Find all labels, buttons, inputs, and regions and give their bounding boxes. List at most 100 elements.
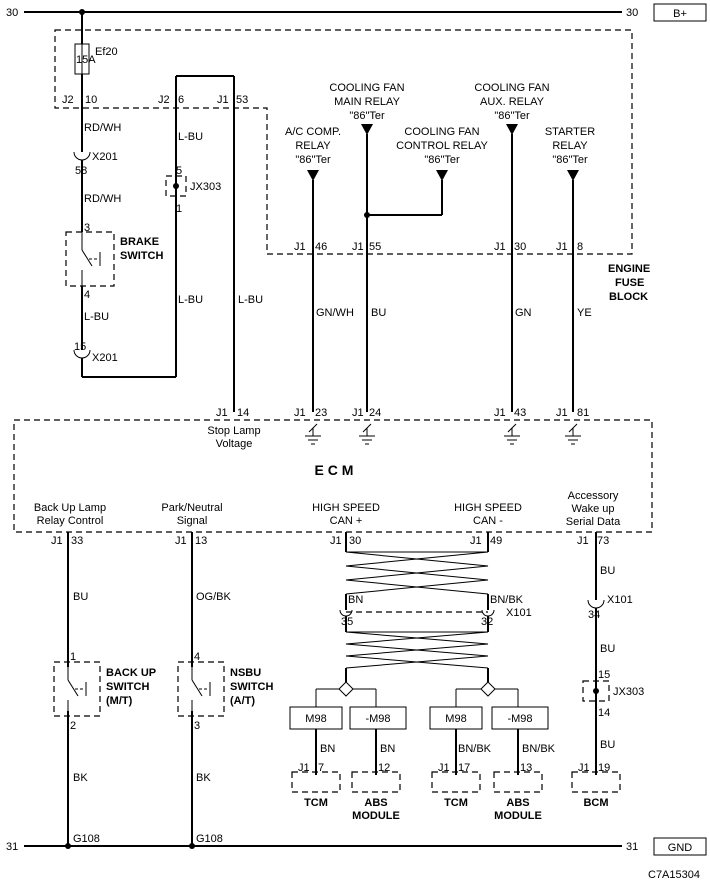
ecm-internal-grounds <box>305 423 581 445</box>
x101-bcm-label: X101 <box>607 594 633 606</box>
ground-g108-2: G108 <box>196 833 223 845</box>
fuse-block-label-1: ENGINE <box>608 263 650 275</box>
ecm-pin-30-num: 30 <box>349 535 361 547</box>
relay-starter-l3: "86"Ter <box>552 154 588 166</box>
wire-bu-73b: BU <box>600 643 615 655</box>
tcm1-conn: J1 <box>298 762 310 774</box>
ecm-pin-73-num: 73 <box>597 535 609 547</box>
can-plus-split: M98 -M98 BN BN <box>289 681 407 775</box>
jx303-bottom-pin-15: 15 <box>598 669 610 681</box>
relay-cooling-fan-main: COOLING FAN MAIN RELAY "86"Ter <box>329 82 405 412</box>
rail-top-num-right: 30 <box>626 7 638 19</box>
wire-lbu-2: L-BU <box>178 131 203 143</box>
x201-top-label: X201 <box>92 151 118 163</box>
gnd-box <box>653 837 707 856</box>
tcm1-pin: 7 <box>318 762 324 774</box>
wire-bn: BN <box>348 594 363 606</box>
wire-lbu-3: L-BU <box>178 294 203 306</box>
abs2-name-2: MODULE <box>494 810 542 822</box>
jx303-top: 5 1 JX303 <box>165 165 221 215</box>
x201-bottom-label: X201 <box>92 352 118 364</box>
module-tcm-2: J1 17 TCM <box>431 762 481 809</box>
pin-j1-8-num: 8 <box>577 241 583 253</box>
bcm-pin: 19 <box>598 762 610 774</box>
pin-j1-46-conn: J1 <box>294 241 306 253</box>
can-twisted-pair: BN BN/BK X101 35 32 <box>339 532 532 682</box>
module-tcm-1: J1 7 TCM <box>291 762 341 809</box>
abs1-name-2: MODULE <box>352 810 400 822</box>
figure-code: C7A15304 <box>648 869 700 881</box>
wire-bu-73c: BU <box>600 739 615 751</box>
wire-bnbk: BN/BK <box>490 594 524 606</box>
ecm-pin-23-num: 23 <box>315 407 327 419</box>
wire-bnbk-abs: BN/BK <box>522 743 556 755</box>
relay-control-l1: COOLING FAN <box>404 126 479 138</box>
backup-switch-label-3: (M/T) <box>106 695 133 707</box>
ecm-backup-1: Back Up Lamp <box>34 502 106 514</box>
backup-switch-pin-2: 2 <box>70 720 76 732</box>
relay-starter: STARTER RELAY "86"Ter <box>545 126 595 412</box>
nsbu-switch-pin-3: 3 <box>194 720 200 732</box>
pin-j1-30-conn: J1 <box>494 241 506 253</box>
pin-j2-6-conn: J2 <box>158 94 170 106</box>
ecm-pin-81-num: 81 <box>577 407 589 419</box>
bcm-name: BCM <box>583 797 608 809</box>
relay-main-l2: MAIN RELAY <box>334 96 400 108</box>
nsbu-switch-label-3: (A/T) <box>230 695 255 707</box>
option-m98-2: M98 <box>445 713 466 725</box>
relay-main-l1: COOLING FAN <box>329 82 404 94</box>
ecm-acc-2: Wake up <box>571 503 614 515</box>
wire-gnwh: GN/WH <box>316 307 354 319</box>
brake-switch-label-1: BRAKE <box>120 236 159 248</box>
ecm-pin-73-conn: J1 <box>577 535 589 547</box>
pin-j1-55-conn: J1 <box>352 241 364 253</box>
wire-lbu-1: L-BU <box>84 311 109 323</box>
abs1-name-1: ABS <box>364 797 387 809</box>
wire-gn: GN <box>515 307 532 319</box>
ecm-park-1: Park/Neutral <box>161 502 222 514</box>
pin-j1-46-num: 46 <box>315 241 327 253</box>
relay-aux-l1: COOLING FAN <box>474 82 549 94</box>
relay-cooling-fan-control: COOLING FAN CONTROL RELAY "86"Ter <box>367 126 489 216</box>
ecm-backup-2: Relay Control <box>37 515 104 527</box>
relay-aux-l3: "86"Ter <box>494 110 530 122</box>
ecm-pin-33-conn: J1 <box>51 535 63 547</box>
b-plus-label: B+ <box>673 8 687 20</box>
ground-rail: 31 31 GND <box>6 837 707 856</box>
ecm-pin-14-num: 14 <box>237 407 249 419</box>
ecm-module: E C M J1 14 J1 23 J1 24 J1 43 J1 81 Stop… <box>13 407 653 547</box>
fuse-ef20: Ef20 15A <box>74 12 118 152</box>
rail-bottom-num-left: 31 <box>6 841 18 853</box>
brake-switch: 3 4 BRAKE SWITCH <box>65 222 163 301</box>
pin-j1-8-conn: J1 <box>556 241 568 253</box>
ecm-pin-43-num: 43 <box>514 407 526 419</box>
engine-fuse-block: ENGINE FUSE BLOCK <box>54 29 650 303</box>
wire-bk-33: BK <box>73 772 88 784</box>
x201-bottom-connector <box>73 349 91 359</box>
backup-switch-label-2: SWITCH <box>106 681 149 693</box>
tcm2-pin: 17 <box>458 762 470 774</box>
nsbu-switch-label-1: NSBU <box>230 667 261 679</box>
wire-ye: YE <box>577 307 592 319</box>
relay-ac-comp: A/C COMP. RELAY "86"Ter <box>285 126 341 412</box>
relay-cooling-fan-aux: COOLING FAN AUX. RELAY "86"Ter <box>474 82 550 412</box>
ecm-pin-49-conn: J1 <box>470 535 482 547</box>
module-abs-1: 12 ABS MODULE <box>351 762 401 822</box>
ecm-can-minus-2: CAN - <box>473 515 503 527</box>
option-not-m98-1: -M98 <box>365 713 390 725</box>
abs2-pin: 13 <box>520 762 532 774</box>
jx303-top-pin-5: 5 <box>176 165 182 177</box>
fuse-block-label-3: BLOCK <box>609 291 648 303</box>
jx303-bottom: 15 14 JX303 <box>582 669 644 719</box>
rail-bottom-num-right: 31 <box>626 841 638 853</box>
can-minus-split: M98 -M98 BN/BK BN/BK <box>429 681 556 775</box>
pin-j1-53-conn: J1 <box>217 94 229 106</box>
ground-g108-1: G108 <box>73 833 100 845</box>
ecm-pin-24-conn: J1 <box>352 407 364 419</box>
option-m98-1: M98 <box>305 713 326 725</box>
ecm-stop-lamp-2: Voltage <box>216 438 253 450</box>
rail-top-num-left: 30 <box>6 7 18 19</box>
x101-bcm-pin: 34 <box>588 609 600 621</box>
x101-can-label: X101 <box>506 607 532 619</box>
relay-main-l3: "86"Ter <box>349 110 385 122</box>
